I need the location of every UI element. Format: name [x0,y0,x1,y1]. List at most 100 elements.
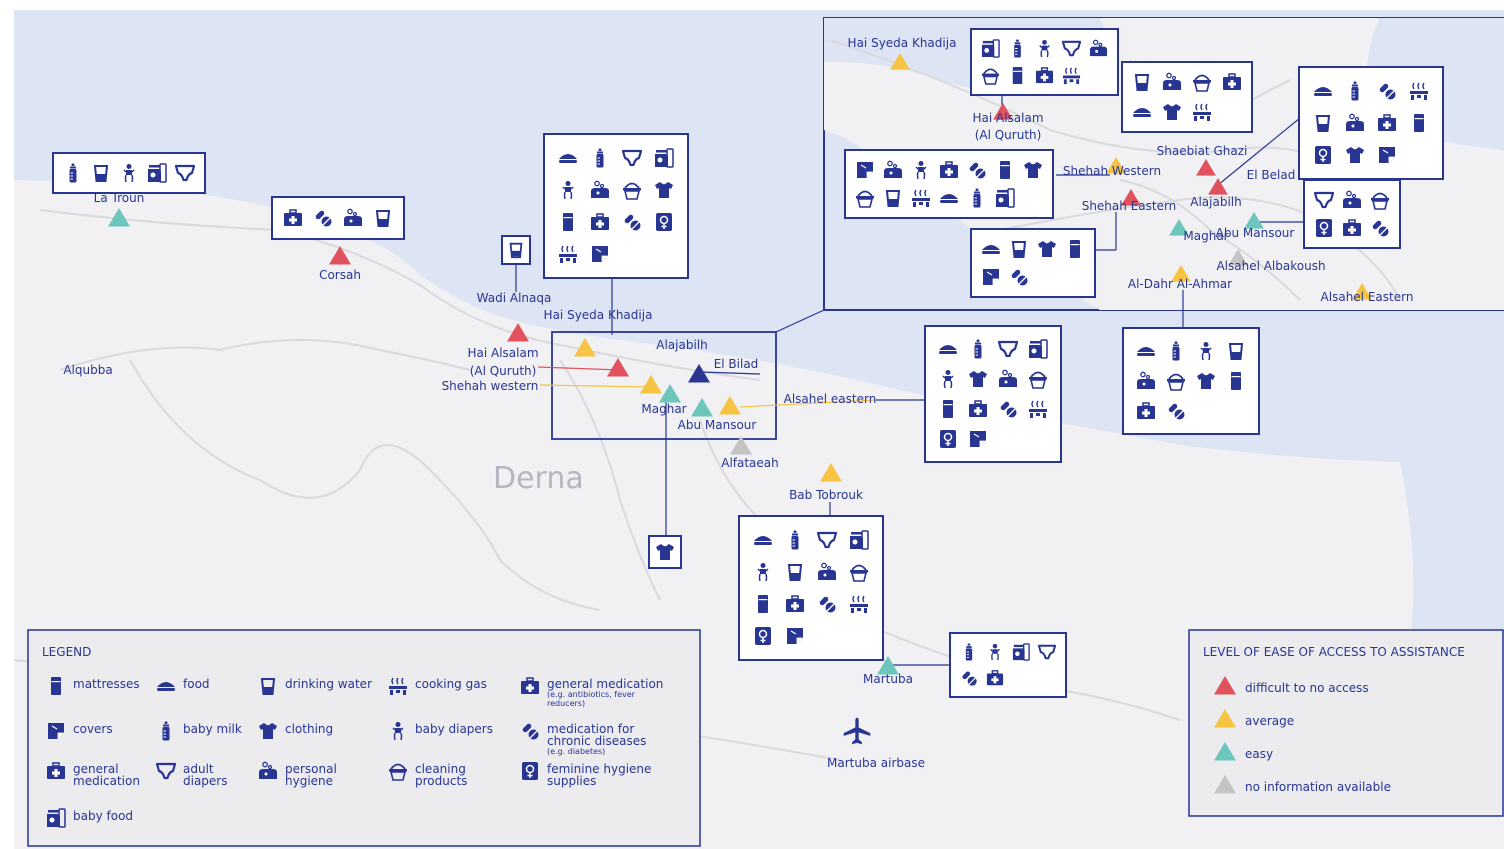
inset-place-al-dahr-al-ahmar-marker [1171,265,1191,282]
feminine-hygiene-icon [655,212,673,232]
place-bab-tobrouk-marker [820,463,842,482]
icon-box-hai-syeda-khadija [543,133,689,279]
inset-place-hai-syeda-khadija-label: Hai Syeda Khadija [848,36,957,50]
inset-place-shehah-eastern-label: Shehah Eastern [1082,199,1177,213]
mattresses-icon [1414,114,1424,132]
icon-box-inset-shehah-eastern [970,228,1096,298]
legend-label: general [73,762,119,776]
feminine-hygiene-icon [939,429,957,449]
access-average-marker [1214,709,1236,728]
legend-label-2: medication [73,774,140,788]
inset-place-alajabilh-label: Alajabilh [1190,195,1241,209]
inset-place-hai-alsalam-marker [993,103,1013,120]
mattresses-icon [1000,161,1010,179]
legend-item-clothing: clothing [259,722,333,739]
place-alqubba-label: Alqubba [63,363,112,377]
place-martuba-airbase-label: Martuba airbase [827,756,925,770]
access-item-average: average [1214,709,1294,728]
place-alsahel-eastern-marker [719,396,741,415]
inset-place-abu-mansour-label: Abu Mansour [1216,226,1295,240]
access-easy-marker [1214,742,1236,761]
access-label: easy [1245,747,1273,761]
inset-place-shehah-western-label: Shehah Western [1063,164,1161,178]
legend-note-2: reducers) [547,699,585,708]
access-no_info-marker [1214,775,1236,794]
legend-label: feminine hygiene [547,762,651,776]
inset-place-alajabilh-marker [1208,178,1228,195]
feminine-hygiene-icon [1315,218,1333,238]
icon-box-inset-abu-mansour [1303,179,1401,249]
legend-label: clothing [285,722,333,736]
place-hai-alsalam-label-2: (Al Quruth) [470,364,537,378]
access-item-no_info: no information available [1214,775,1391,794]
inset-place-alsahel-eastern-label: Alsahel Eastern [1321,290,1414,304]
icon-box-bab-tobrouk [738,515,884,661]
place-maghar-label: Maghar [641,402,686,416]
legend-item-general-medication: general medication(e.g. antibiotics, fev… [520,677,663,708]
place-corsah-label: Corsah [319,268,361,282]
legend-item-baby-milk: baby milk [162,721,242,741]
legend-label: cleaning [415,762,466,776]
legend-label: personal [285,762,337,776]
inset-place-abu-mansour-marker [1244,212,1264,229]
place-bab-tobrouk-label: Bab Tobrouk [789,488,863,502]
legend-item-food: food [157,677,210,691]
legend-label-2: products [415,774,467,788]
inset-place-alsahel-eastern-marker [1352,283,1372,300]
legend-label: baby diapers [415,722,493,736]
legend-label: general medication [547,677,663,691]
region-label: Derna [493,461,584,496]
place-alajabilh-label: Alajabilh [656,338,707,352]
legend-label-2: diapers [183,774,228,788]
inset-place-al-dahr-al-ahmar-label: Al-Dahr Al-Ahmar [1128,277,1232,291]
inset-place-alsahel-albakoush-label: Alsahel Albakoush [1216,259,1325,273]
place-alfataeah-label: Alfataeah [721,456,779,470]
legend-item-cooking-gas: cooking gas [388,677,487,696]
inset-place-shehah-western-marker [1106,157,1126,174]
legend-item-baby-food: baby food [46,808,133,828]
access-label: average [1245,714,1294,728]
icon-box-inset-shaebiat [1121,61,1253,133]
legend-label-2: hygiene [285,774,333,788]
feminine-hygiene-icon [1314,145,1332,165]
legend-label: adult [183,762,214,776]
place-el-bilad-marker [688,364,710,383]
mattresses-icon [943,400,953,418]
inset-place-hai-alsalam-label: Hai Alsalam [972,111,1043,125]
legend-label: cooking gas [415,677,487,691]
place-martuba-marker [877,656,899,675]
legend-label: mattresses [73,677,140,691]
place-alajabilh-marker [607,358,629,377]
access-legend: LEVEL OF EASE OF ACCESS TO ASSISTANCE di… [1188,629,1504,817]
place-shehah-western-marker [640,375,662,394]
legend-note: (e.g. diabetes) [547,747,605,756]
place-hai-alsalam-marker [507,323,529,342]
inset-place-shaebiat-ghazi-marker [1196,159,1216,176]
place-maghar-marker [659,384,681,403]
icon-box-inset-hai-alsalam [970,28,1119,96]
access-legend-title: LEVEL OF EASE OF ACCESS TO ASSISTANCE [1203,645,1465,659]
legend-item-covers: covers [47,722,113,740]
mattresses-icon [1012,66,1023,85]
access-item-difficult: difficult to no access [1214,676,1369,695]
place-hai-syeda-khadija-marker [574,338,596,357]
mattresses-icon [1070,240,1080,258]
mattresses-icon [51,677,61,695]
feminine-hygiene-icon [754,626,772,646]
place-shehah-western-label: Shehah western [442,379,539,393]
legend-label-2: supplies [547,774,596,788]
icon-box-inset-al-dahr [1122,327,1260,435]
inset-place-alsahel-albakoush-marker [1228,249,1248,266]
place-la-troun-label: La Troun [94,191,145,205]
place-wadi-alnaqa-label: Wadi Alnaqa [477,291,552,305]
legend-label: drinking water [285,677,372,691]
icon-box-alsahel-eastern [924,325,1062,463]
